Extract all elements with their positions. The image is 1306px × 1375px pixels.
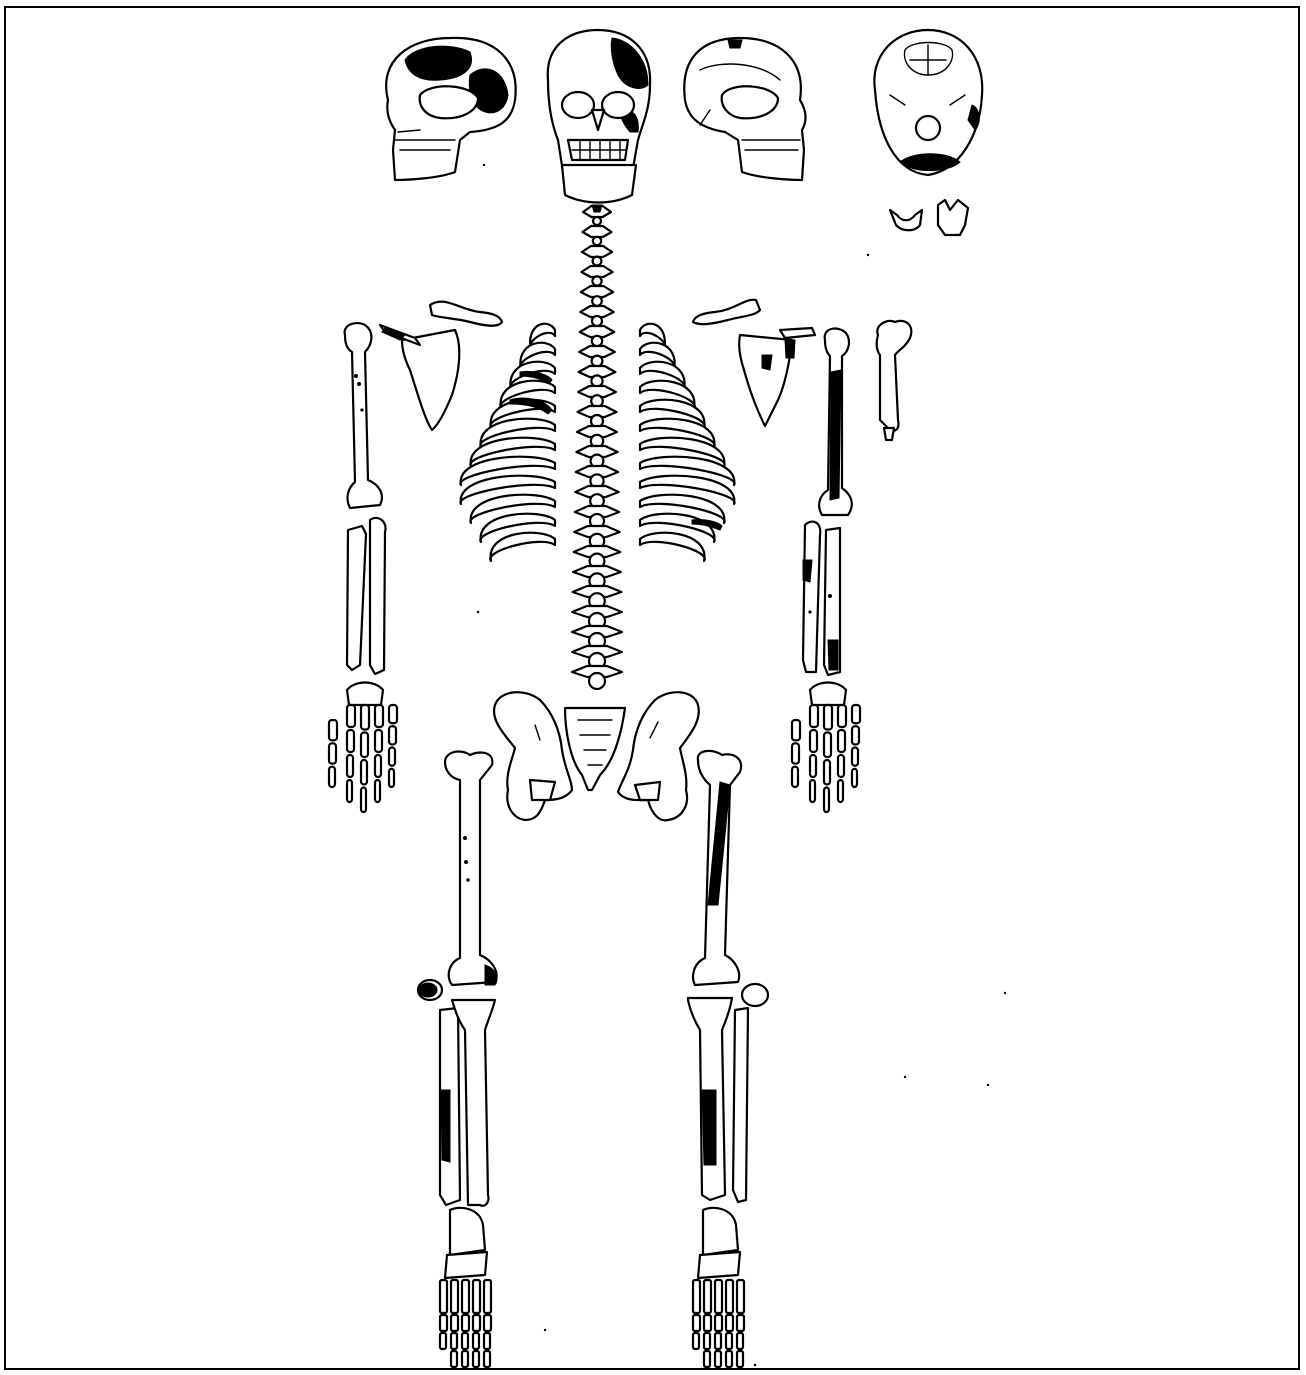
vertebra — [582, 246, 612, 265]
toe — [715, 1280, 722, 1367]
os-coxae-left — [618, 692, 699, 820]
femur-left — [693, 751, 741, 985]
vertebra — [574, 526, 620, 548]
vertebral-column — [572, 205, 622, 689]
tarsals — [450, 1208, 485, 1255]
midfoot — [445, 1252, 487, 1278]
hyoid-and-fragments — [890, 200, 968, 235]
toe — [440, 1280, 447, 1349]
tarsals — [703, 1208, 738, 1255]
clavicle-left — [693, 300, 760, 324]
finger — [852, 705, 860, 787]
os-coxae-right — [494, 692, 572, 820]
radius-ulna-left — [803, 522, 840, 675]
vertebra — [578, 386, 616, 407]
finger — [824, 705, 832, 812]
vertebra — [579, 366, 616, 387]
skull-right-lateral-view — [386, 38, 515, 180]
vertebra — [576, 466, 618, 488]
tibia-fibula-right — [440, 1000, 495, 1206]
finger — [375, 705, 383, 802]
carpals — [347, 683, 383, 706]
hand-right — [329, 683, 397, 813]
vertebra — [580, 306, 614, 326]
humerus-left — [819, 329, 852, 515]
foot-right — [440, 1208, 491, 1367]
skull-anterior-view — [548, 30, 650, 203]
humerus-right — [345, 323, 382, 508]
vertebra — [572, 666, 622, 689]
vertebra — [580, 326, 615, 346]
finger — [361, 705, 369, 812]
carpals — [810, 683, 846, 706]
clavicle-right — [430, 302, 502, 326]
finger — [838, 705, 846, 802]
vertebra — [582, 226, 611, 245]
tibia-fibula-left — [688, 998, 748, 1202]
midfoot — [698, 1252, 740, 1278]
ribs-right — [460, 324, 555, 561]
vertebra — [579, 346, 615, 366]
toe — [484, 1280, 491, 1367]
patella-left — [742, 984, 768, 1006]
skull-inferior-view — [874, 30, 982, 175]
toe — [462, 1280, 469, 1367]
sacrum — [565, 708, 625, 790]
toe — [737, 1280, 744, 1367]
vertebra — [581, 266, 612, 286]
radius-ulna-right — [347, 518, 386, 674]
foot-left — [693, 1208, 744, 1367]
toe — [704, 1280, 711, 1367]
skull-left-lateral-view — [684, 38, 805, 180]
atlas-marking — [592, 205, 602, 212]
finger — [792, 720, 800, 787]
vertebra — [578, 406, 617, 427]
patella-right — [418, 980, 442, 1000]
ribs-left — [640, 324, 735, 561]
toe — [473, 1280, 480, 1367]
finger — [329, 720, 337, 787]
finger — [810, 705, 818, 802]
toe — [726, 1280, 733, 1367]
vertebra — [577, 426, 617, 447]
finger — [389, 705, 397, 787]
hand-left — [792, 683, 860, 813]
vertebra — [575, 486, 618, 508]
scapula-left — [739, 328, 815, 426]
vertebra — [575, 506, 620, 528]
finger — [347, 705, 355, 802]
femur-right — [445, 751, 497, 985]
vertebra — [576, 446, 617, 467]
rib — [490, 533, 555, 561]
isolated-bone-fragment — [877, 321, 912, 440]
rib — [640, 533, 705, 561]
toe — [451, 1280, 458, 1367]
scapula-right — [380, 325, 459, 430]
toe — [693, 1280, 700, 1349]
vertebra — [581, 286, 613, 306]
